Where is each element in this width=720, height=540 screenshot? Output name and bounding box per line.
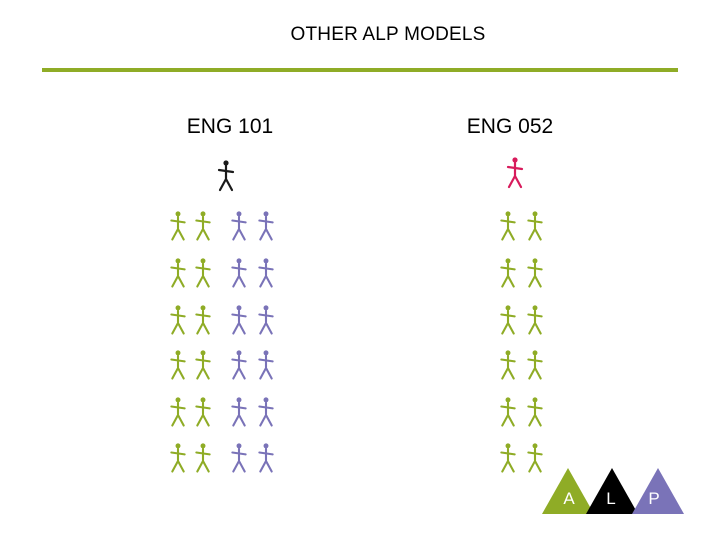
student-figure (170, 211, 186, 241)
model-label-eng-101: ENG 101 (186, 115, 274, 138)
alp-logo: A L P (542, 468, 684, 514)
student-figure (258, 397, 274, 427)
student-figure (500, 443, 516, 473)
student-figure (195, 443, 211, 473)
student-figure (258, 258, 274, 288)
logo-triangle-p (632, 468, 684, 514)
student-figure (258, 350, 274, 380)
student-figure (500, 258, 516, 288)
student-figure (500, 305, 516, 335)
logo-triangle-a (542, 468, 594, 514)
student-figure (195, 258, 211, 288)
student-figure (195, 397, 211, 427)
student-figure (231, 350, 247, 380)
instructor-figure-eng-101 (217, 160, 235, 192)
student-figure (231, 397, 247, 427)
student-figure (258, 211, 274, 241)
student-figure (500, 397, 516, 427)
student-figure (500, 350, 516, 380)
student-figure (527, 258, 543, 288)
student-figure (170, 305, 186, 335)
model-label-eng-052: ENG 052 (466, 115, 554, 138)
student-figure (258, 305, 274, 335)
student-figure (527, 443, 543, 473)
student-figure (170, 397, 186, 427)
student-figure (527, 350, 543, 380)
student-figure (231, 258, 247, 288)
student-figure (500, 211, 516, 241)
student-figure (258, 443, 274, 473)
logo-letter-p: P (648, 489, 659, 508)
student-figure (527, 397, 543, 427)
logo-letter-l: L (606, 489, 615, 508)
student-figure (170, 443, 186, 473)
student-figure (195, 350, 211, 380)
student-figure (170, 258, 186, 288)
student-figure (195, 305, 211, 335)
logo-triangle-l (586, 468, 638, 514)
student-figure (231, 443, 247, 473)
student-figure (527, 305, 543, 335)
page-title: OTHER ALP MODELS (290, 24, 486, 45)
instructor-figure-eng-052 (506, 157, 524, 189)
student-figure (231, 305, 247, 335)
student-figure (170, 350, 186, 380)
logo-letter-a: A (563, 489, 575, 508)
student-figure (195, 211, 211, 241)
student-figure (527, 211, 543, 241)
student-figure (231, 211, 247, 241)
title-divider (42, 68, 678, 72)
